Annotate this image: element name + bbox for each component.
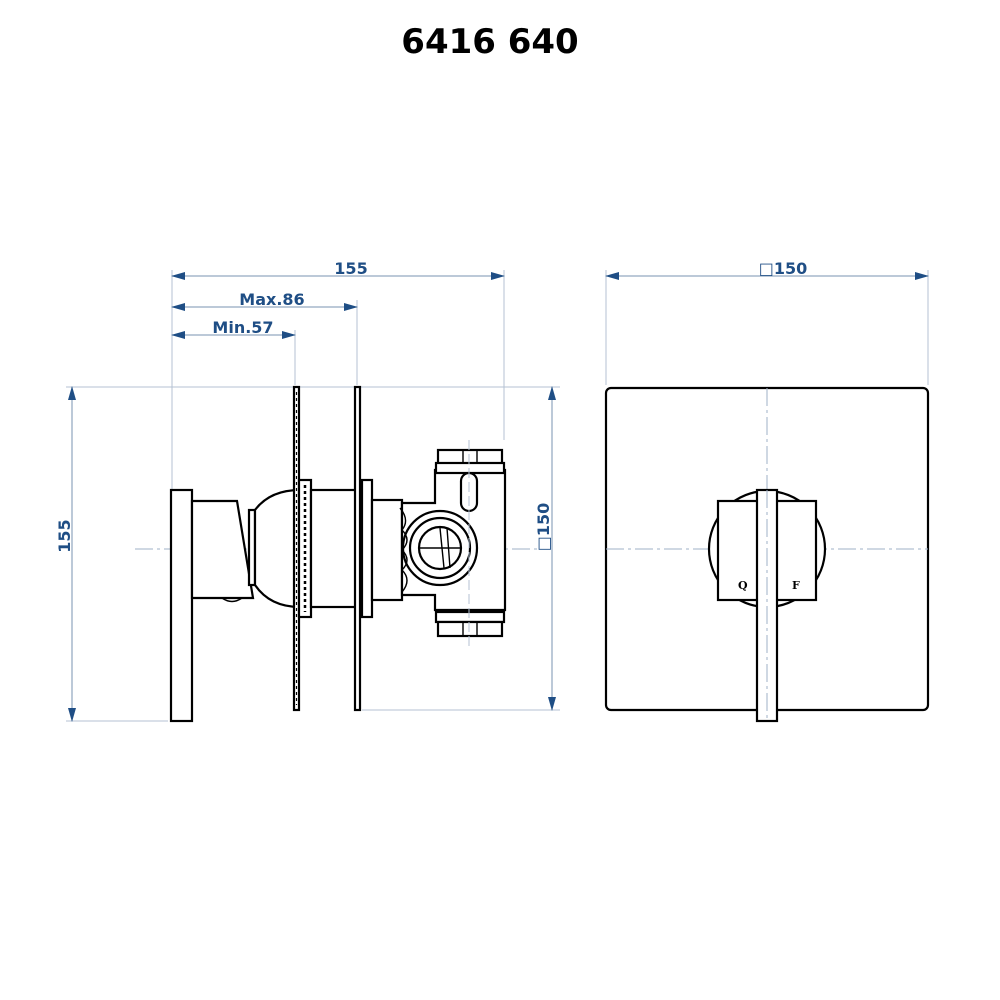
- dimension-overall-depth: 155: [334, 259, 367, 278]
- side-view-drawing: [135, 385, 540, 723]
- front-view-drawing: [604, 386, 930, 723]
- hot-marking-f: F: [792, 579, 800, 592]
- dimension-plate-width: □150: [759, 259, 808, 278]
- dimension-overall-height: 155: [55, 519, 74, 552]
- dimension-max-depth: Max.86: [239, 290, 304, 309]
- product-code-title: 6416 640: [401, 22, 579, 62]
- dimension-plate-height: □150: [534, 503, 553, 552]
- cold-marking-q: Q: [738, 579, 748, 592]
- side-view-dimensions: [66, 270, 560, 722]
- front-view-dimensions: [605, 270, 929, 385]
- dimension-min-depth: Min.57: [212, 318, 273, 337]
